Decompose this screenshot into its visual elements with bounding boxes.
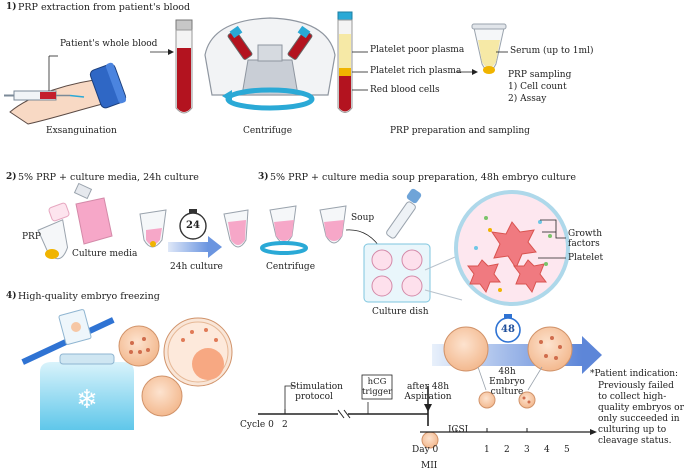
- serum-label: Serum (up to 1ml): [510, 46, 594, 56]
- layer-ppp-label: Platelet poor plasma: [370, 45, 465, 55]
- day-5-label: 5: [564, 445, 570, 455]
- pipette-icon: [386, 188, 422, 239]
- embryo-culture-label: 48h Embryo culture: [489, 367, 525, 397]
- culture-arrow: [168, 242, 208, 252]
- day0-label: Day 0: [412, 445, 439, 455]
- culture-dish: [363, 243, 431, 303]
- separated-tube: [337, 11, 353, 113]
- note-title: *Patient indication:: [590, 369, 679, 379]
- syringe-icon: [4, 90, 85, 101]
- section1-number: 1): [6, 2, 17, 12]
- culture-dish-label: Culture dish: [372, 307, 429, 317]
- centrifuge-tube-icon: [260, 205, 308, 255]
- icsi-label: ICSI: [448, 425, 469, 435]
- prep-caption: PRP preparation and sampling: [390, 126, 530, 136]
- sampling-item-2: 2) Assay: [508, 94, 547, 104]
- culture-media-label: Culture media: [72, 249, 138, 259]
- section3-number: 3): [258, 172, 269, 182]
- centrifuge-label-1: Centrifuge: [243, 126, 293, 136]
- layer-prp-label: Platelet rich plasma: [370, 66, 462, 76]
- arm-illustration: [9, 62, 127, 125]
- centrifuge-label-3: Centrifuge: [266, 262, 316, 272]
- blood-tube: [175, 19, 193, 114]
- vitrification-straw: [21, 309, 115, 365]
- sample-tube: [471, 23, 507, 74]
- day-1-label: 1: [484, 445, 490, 455]
- prp-tube-icon: [37, 202, 70, 260]
- timer-24-icon: [179, 209, 207, 240]
- timeline-lines: [258, 374, 597, 435]
- sampling-title: PRP sampling: [508, 70, 572, 80]
- prp-label: PRP: [22, 232, 41, 242]
- magnified-soup-view: [454, 190, 570, 306]
- culture-24h-label: 24h culture: [170, 262, 223, 272]
- hcg-trigger-label: hCG trigger: [362, 377, 393, 397]
- soup-label: Soup: [351, 213, 375, 223]
- liquid-nitrogen-tank: [40, 353, 134, 430]
- section1-title: PRP extraction from patient's blood: [18, 2, 191, 13]
- culture-tube-before: [139, 209, 167, 248]
- culture-tube-after: [223, 209, 249, 248]
- timeline-embryos: [421, 326, 573, 449]
- section4-number: 4): [6, 291, 17, 301]
- day-2-label: 2: [504, 445, 510, 455]
- cycle0-label: Cycle 0: [240, 420, 274, 430]
- snowflake-icon: ❄: [76, 385, 98, 415]
- platelet-label: Platelet: [568, 253, 604, 263]
- section4-title: High-quality embryo freezing: [18, 291, 160, 302]
- aspiration-label: after 48h Aspiration: [404, 382, 452, 402]
- sampling-item-1: 1) Cell count: [508, 82, 567, 92]
- frozen-embryos: [118, 317, 233, 417]
- timer-24-value: 24: [186, 220, 200, 231]
- whole-blood-label: Patient's whole blood: [60, 39, 158, 49]
- note-body: Previously failed to collect high-qualit…: [598, 381, 684, 446]
- tick-2-label: 2: [282, 420, 288, 430]
- timer-48-value: 48: [501, 324, 515, 335]
- section3-title: 5% PRP + culture media soup preparation,…: [270, 172, 576, 183]
- section2-number: 2): [6, 172, 17, 182]
- layer-rbc-label: Red blood cells: [370, 85, 440, 95]
- section2-title: 5% PRP + culture media, 24h culture: [18, 172, 199, 183]
- soup-tube-icon: [319, 205, 347, 244]
- exsanguination-label: Exsanguination: [46, 126, 117, 136]
- day-4-label: 4: [544, 445, 550, 455]
- mii-label: MII: [421, 461, 438, 471]
- day-3-label: 3: [524, 445, 530, 455]
- timer-48-icon: [495, 314, 521, 343]
- centrifuge-icon: [204, 17, 336, 111]
- culture-media-bottle: [73, 182, 113, 245]
- stimulation-label: Stimulation protocol: [290, 382, 343, 402]
- growth-factors-label: Growth factors: [568, 229, 603, 249]
